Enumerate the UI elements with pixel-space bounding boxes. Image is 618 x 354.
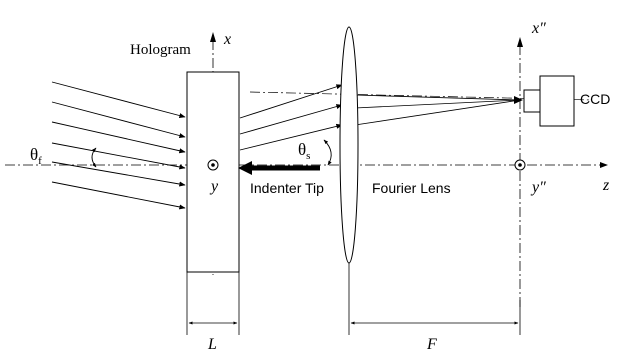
y-axis-label: y bbox=[209, 178, 219, 195]
dim-L-label: L bbox=[207, 336, 217, 353]
hologram-y-origin-dot bbox=[211, 163, 215, 167]
z-axis-arrowhead bbox=[600, 162, 608, 168]
hologram-x-axis-arrowhead bbox=[210, 32, 216, 42]
ccd-label: CCD bbox=[580, 91, 610, 107]
theta-s-label: θs bbox=[298, 140, 310, 162]
theta-f-label: θf bbox=[30, 145, 42, 167]
ccd-axis-line bbox=[249, 91, 593, 101]
focused-beams-to-ccd bbox=[354, 94, 521, 126]
fourier-lens bbox=[339, 26, 359, 264]
detector-x-axis-arrowhead bbox=[517, 37, 523, 47]
fourier-lens-label: Fourier Lens bbox=[372, 180, 451, 196]
hologram-plate bbox=[186, 71, 240, 273]
detector-y-origin-dot bbox=[518, 163, 522, 167]
hologram-label: Hologram bbox=[130, 42, 191, 58]
ccd-detector bbox=[523, 75, 575, 127]
diffracted-beams-to-lens bbox=[239, 84, 343, 151]
ccd-focus-arrowhead bbox=[514, 96, 523, 104]
theta-s-arc bbox=[323, 139, 332, 166]
dim-F-label: F bbox=[426, 336, 437, 353]
z-axis-label: z bbox=[602, 177, 610, 194]
x-double-prime-label: x″ bbox=[531, 20, 546, 37]
x-axis-label: x bbox=[223, 31, 231, 48]
incident-beams bbox=[51, 81, 186, 210]
indenter-tip-arrowhead bbox=[238, 161, 252, 175]
y-double-prime-label: y″ bbox=[530, 179, 546, 196]
indenter-tip-label: Indenter Tip bbox=[250, 180, 324, 196]
theta-f-arc bbox=[91, 147, 97, 168]
